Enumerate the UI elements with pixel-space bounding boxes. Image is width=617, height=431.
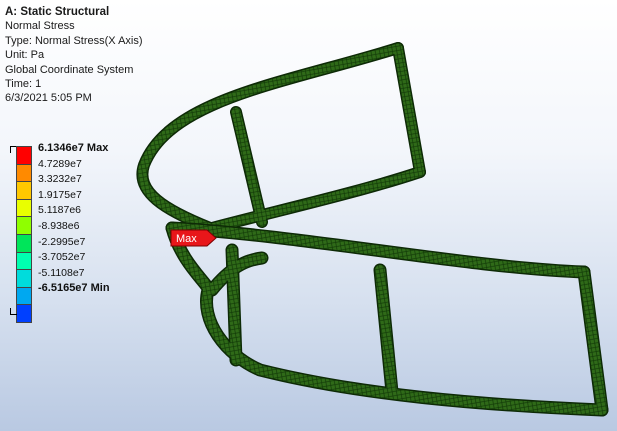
result-info-panel: A: Static Structural Normal Stress Type:… [5,5,143,106]
result-name: Normal Stress [5,20,75,33]
legend-swatch [16,216,32,234]
helmet-frame-model[interactable] [136,42,609,417]
legend-label: -5.1108e7 [38,266,85,279]
legend-label: 1.9175e7 [38,188,82,201]
legend-color-bar [16,146,32,323]
legend-swatch [16,181,32,199]
legend-max-label: 6.1346e7 Max [38,142,109,154]
legend-swatch [16,304,32,323]
result-unit: Unit: Pa [5,49,45,62]
legend-swatch [16,198,32,217]
legend-label: -2.2995e7 [38,235,86,248]
legend-label: -3.7052e7 [38,251,86,264]
legend-swatch [16,233,32,252]
legend-swatch [16,251,32,270]
analysis-title: A: Static Structural [5,6,110,18]
max-probe-label: Max [176,233,197,245]
result-type: Type: Normal Stress(X Axis) [5,34,143,47]
legend-label: 5.1187e6 [38,204,82,217]
legend-label: 4.7289e7 [38,157,82,170]
legend-min-label: -6.5165e7 Min [38,282,110,295]
legend-swatch [16,146,32,164]
result-date: 6/3/2021 5:05 PM [5,92,92,105]
legend-swatch [16,269,32,287]
result-time: Time: 1 [5,78,42,91]
legend-label: -8.938e6 [38,219,80,232]
coordinate-system: Global Coordinate System [5,63,134,76]
legend-bracket-top [10,146,17,153]
legend-labels: 6.1346e7 Max 4.7289e7 3.3232e7 1.9175e7 … [38,141,110,297]
legend-label: 3.3232e7 [38,173,82,186]
legend-swatch [16,163,32,182]
max-probe-marker[interactable]: Max [170,229,217,247]
legend-bracket-bottom [10,308,17,315]
legend-swatch [16,286,32,305]
